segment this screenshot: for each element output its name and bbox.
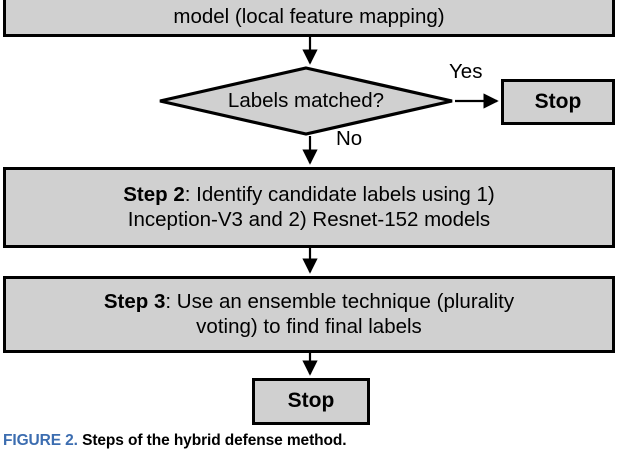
edge-label-yes: Yes: [449, 60, 483, 83]
flow-node-step3: Step 3: Use an ensemble technique (plura…: [3, 276, 615, 353]
flow-node-stop-right-label: Stop: [534, 89, 582, 113]
edge-label-no: No: [336, 127, 363, 150]
flow-node-stop-bottom-label: Stop: [287, 389, 335, 413]
flow-node-decision: Labels matched?: [157, 66, 455, 136]
flow-node-top-process-label: model (local feature mapping): [173, 4, 445, 28]
flow-node-step2-line2: Inception-V3 and 2) Resnet-152 models: [127, 207, 491, 231]
flow-node-step3-line1: : Use an ensemble technique (plurality: [165, 290, 515, 314]
flow-node-top-process: model (local feature mapping): [3, 0, 615, 37]
flow-node-step2: Step 2: Identify candidate labels using …: [3, 167, 615, 248]
flow-node-step2-label: Step 2: Identify candidate labels using …: [123, 183, 495, 231]
flow-node-step3-line2: voting) to find final labels: [196, 314, 422, 338]
figure-caption: FIGURE 2. Steps of the hybrid defense me…: [3, 432, 347, 450]
flow-node-step3-label: Step 3: Use an ensemble technique (plura…: [104, 290, 514, 338]
flow-node-stop-right: Stop: [501, 79, 615, 125]
flow-node-step2-prefix: Step 2: [123, 183, 185, 207]
flow-node-step3-prefix: Step 3: [103, 290, 166, 314]
figure-caption-number: FIGURE 2.: [3, 432, 78, 449]
flow-node-step2-line1: : Identify candidate labels using 1): [184, 183, 495, 207]
figure-caption-title: Steps of the hybrid defense method.: [82, 432, 347, 449]
flow-node-stop-bottom: Stop: [252, 378, 370, 425]
diamond-shape-icon: [159, 66, 453, 136]
